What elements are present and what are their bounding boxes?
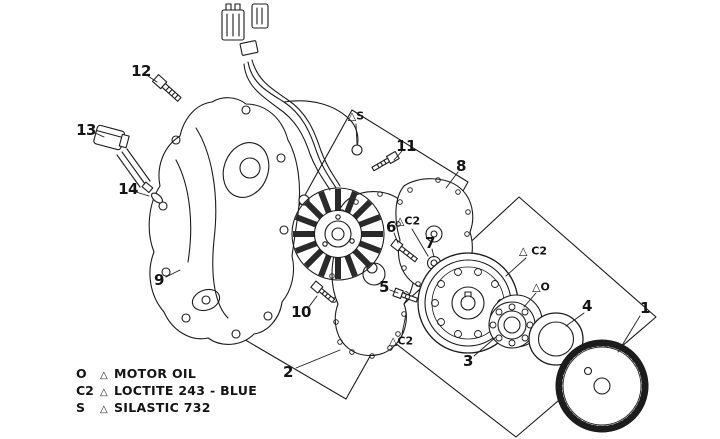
stator [291, 187, 385, 281]
part-label-8: 8 [456, 157, 466, 175]
legend: O △ MOTOR OIL C2 △ LOCTITE 243 - BLUE S … [76, 366, 257, 417]
part-label-14: 14 [118, 180, 138, 198]
leader-lines [94, 75, 641, 369]
assembly-frame-gasket [229, 109, 469, 400]
legend-label: SILASTIC 732 [114, 400, 211, 415]
part-label-10: 10 [291, 303, 311, 321]
o-ring [150, 192, 164, 204]
part-label-7: 7 [425, 234, 435, 252]
bolt-12 [151, 74, 182, 102]
callout-motor-oil: △O [532, 280, 550, 294]
starter-ring-gear [555, 339, 649, 433]
part-label-6: 6 [386, 218, 396, 236]
callout-loctite-c: △C2 [388, 334, 414, 348]
callout-loctite-a: △C2 [395, 214, 421, 228]
legend-row-silastic: S △ SILASTIC 732 [76, 400, 257, 417]
pickup-sensor [93, 124, 154, 194]
legend-code: C2 [76, 383, 94, 398]
callout-loctite-b: △ C2 [518, 244, 548, 258]
part-label-11: 11 [396, 137, 416, 155]
legend-code: S [76, 400, 86, 415]
spacer-ring [528, 312, 584, 366]
callout-silastic: △S [347, 109, 365, 123]
engine-cover [148, 97, 301, 345]
droplet-icon: △ [100, 387, 108, 398]
part-label-1: 1 [640, 299, 650, 317]
wiring-harness [221, 3, 363, 191]
part-label-12: 12 [131, 62, 151, 80]
bolt-11 [371, 150, 400, 172]
legend-code: O [76, 366, 87, 381]
part-label-3: 3 [463, 352, 473, 370]
droplet-icon: △ [100, 370, 108, 381]
bolt-10 [310, 280, 336, 303]
legend-label: LOCTITE 243 - BLUE [114, 383, 258, 398]
droplet-icon: △ [100, 404, 108, 415]
part-label-13: 13 [76, 121, 96, 139]
legend-label: MOTOR OIL [114, 366, 197, 381]
part-label-9: 9 [154, 271, 164, 289]
legend-row-loctite: C2 △ LOCTITE 243 - BLUE [76, 383, 257, 400]
bolt-6 [390, 238, 418, 263]
legend-row-motor-oil: O △ MOTOR OIL [76, 366, 257, 383]
part-label-5: 5 [379, 278, 389, 296]
part-label-2: 2 [283, 363, 293, 381]
part-label-4: 4 [582, 297, 592, 315]
